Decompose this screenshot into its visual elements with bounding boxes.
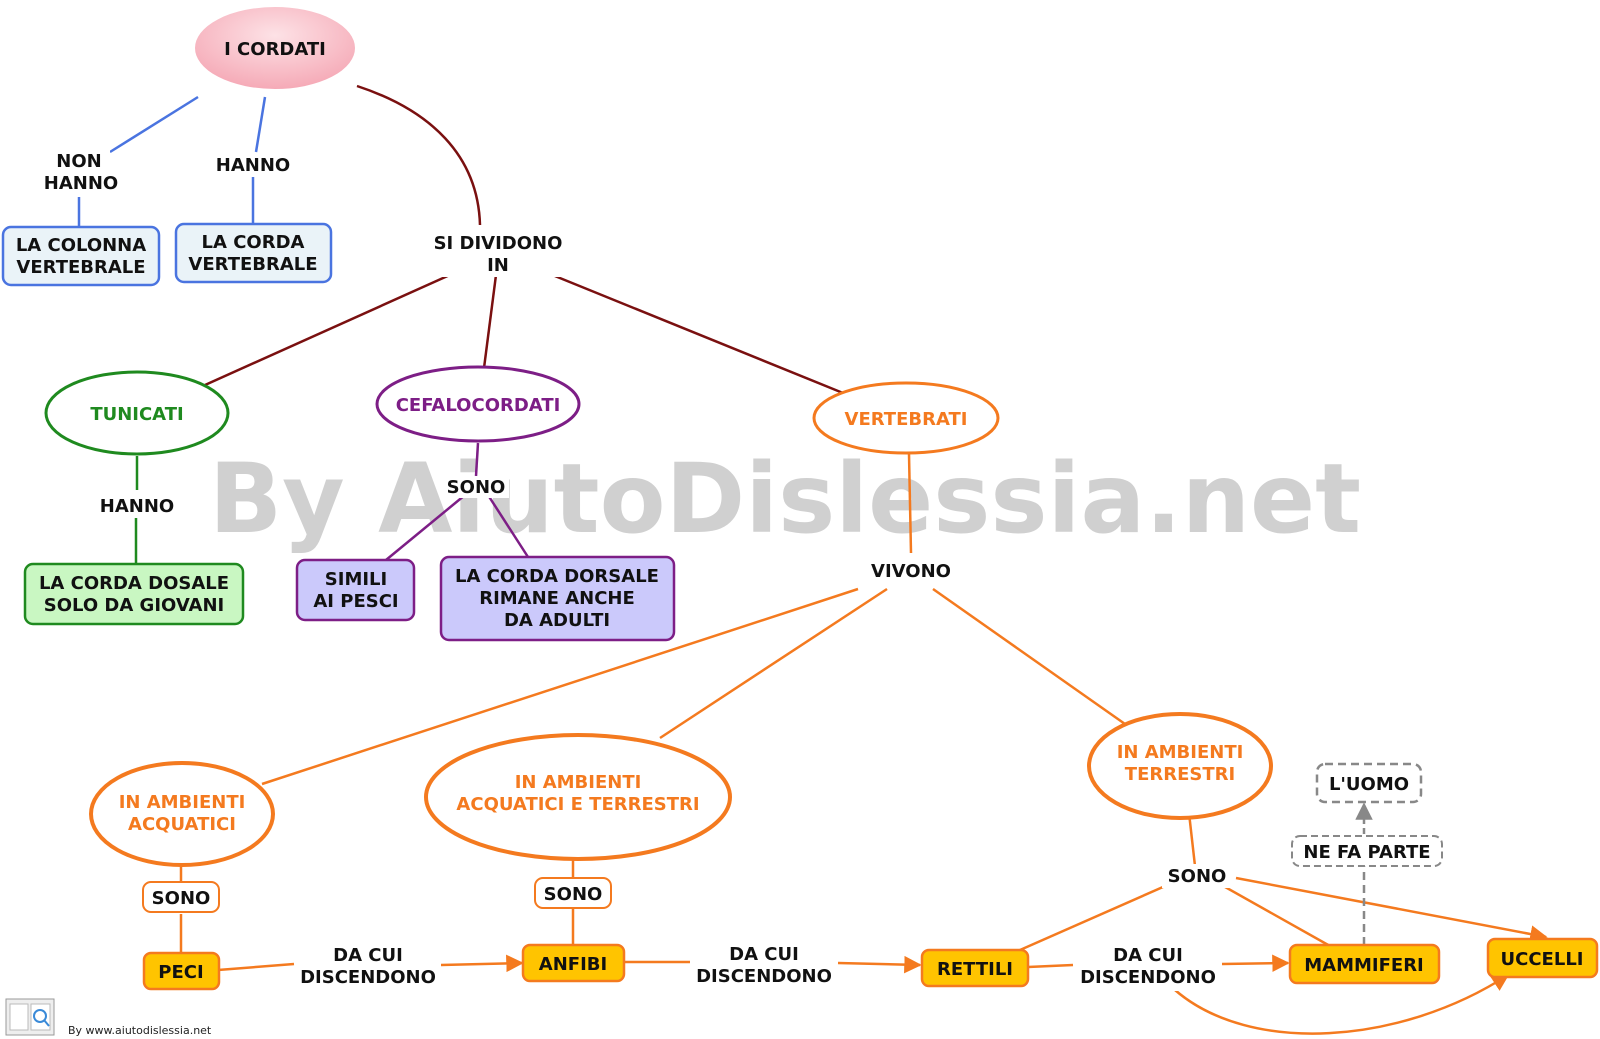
arrow-da-cui-uccelli xyxy=(1174,973,1510,1035)
node-mammiferi: MAMMIFERI xyxy=(1288,943,1441,985)
node-corda-giovani-line2: SOLO DA GIOVANI xyxy=(44,595,225,616)
link-non-hanno-line1: NON xyxy=(56,151,101,172)
link-ne-fa-parte: NE FA PARTE xyxy=(1303,842,1430,863)
line-root-non-hanno xyxy=(109,95,199,154)
link-hanno-tunicati: HANNO xyxy=(100,496,174,517)
footer-logo xyxy=(5,998,55,1036)
node-vertebrati: VERTEBRATI xyxy=(812,381,1000,455)
arrow-da-cui-mammiferi xyxy=(1221,954,1290,972)
node-corda-giovani: LA CORDA DOSALE SOLO DA GIOVANI xyxy=(23,562,245,626)
node-acq-terr-line1: IN AMBIENTI xyxy=(515,772,642,793)
node-acquatici-line1: IN AMBIENTI xyxy=(119,792,246,813)
line-sono-corda-adulti xyxy=(486,494,530,558)
line-terrestri-sono xyxy=(1187,812,1197,867)
link-sono-acquatici: SONO xyxy=(152,888,211,909)
node-tunicati-label: TUNICATI xyxy=(90,404,183,425)
node-acq-terr-line2: ACQUATICI E TERRESTRI xyxy=(456,794,699,815)
node-corda-adulti: LA CORDA DORSALE RIMANE ANCHE DA ADULTI xyxy=(439,555,676,642)
node-ambienti-acquatici-terrestri: IN AMBIENTI ACQUATICI E TERRESTRI xyxy=(424,733,732,861)
line-root-si-dividono xyxy=(356,84,482,226)
line-sono-mammiferi xyxy=(1217,881,1331,948)
link-da-cui-3-line2: DISCENDONO xyxy=(1080,967,1216,988)
node-corda-adulti-line2: RIMANE ANCHE xyxy=(479,588,635,609)
line-vivono-acquatici xyxy=(261,587,859,786)
node-cefalocordati: CEFALOCORDATI xyxy=(375,365,581,443)
node-terrestri-line1: IN AMBIENTI xyxy=(1117,742,1244,763)
node-corda-giovani-line1: LA CORDA DOSALE xyxy=(39,573,229,594)
line-cefalocordati-sono xyxy=(474,442,480,477)
node-corda-line1: LA CORDA xyxy=(202,232,305,253)
node-uccelli: UCCELLI xyxy=(1486,937,1599,979)
link-da-cui-1-line1: DA CUI xyxy=(333,945,403,966)
node-i-cordati-label: I CORDATI xyxy=(224,39,326,60)
node-rettili: RETTILI xyxy=(920,948,1030,988)
node-pesci: PECI xyxy=(142,951,221,991)
node-acquatici-line2: ACQUATICI xyxy=(128,814,236,835)
node-tunicati: TUNICATI xyxy=(44,370,230,456)
line-si-dividono-vertebrati xyxy=(549,272,844,395)
node-corda-adulti-line3: DA ADULTI xyxy=(504,610,610,631)
line-vivono-terrestri xyxy=(932,587,1126,726)
line-vertebrati-vivono xyxy=(907,453,913,554)
line-si-dividono-tunicati xyxy=(204,272,453,387)
arrow-da-cui-anfibi xyxy=(440,954,524,973)
node-corda-vertebrale: LA CORDA VERTEBRALE xyxy=(174,222,333,284)
line-si-dividono-cefalocordati xyxy=(482,274,498,369)
magnifier-icon xyxy=(33,1009,47,1023)
node-colonna-vertebrale: LA COLONNA VERTEBRALE xyxy=(1,225,161,287)
node-simili-line2: AI PESCI xyxy=(313,591,398,612)
node-colonna-line1: LA COLONNA xyxy=(16,235,146,256)
node-rettili-label: RETTILI xyxy=(937,959,1013,980)
node-i-cordati: I CORDATI xyxy=(193,5,357,91)
node-simili-pesci: SIMILI AI PESCI xyxy=(295,558,416,622)
node-ambienti-acquatici: IN AMBIENTI ACQUATICI xyxy=(89,761,275,867)
link-da-cui-2-line1: DA CUI xyxy=(729,944,799,965)
node-ambienti-terrestri: IN AMBIENTI TERRESTRI xyxy=(1087,712,1273,820)
node-corda-adulti-line1: LA CORDA DORSALE xyxy=(455,566,659,587)
node-uomo: L'UOMO xyxy=(1315,762,1423,804)
link-hanno: HANNO xyxy=(216,155,290,176)
node-simili-line1: SIMILI xyxy=(325,569,387,590)
link-da-cui-2-line2: DISCENDONO xyxy=(696,966,832,987)
line-sono-uccelli xyxy=(1235,876,1548,943)
line-sono-rettili xyxy=(1019,881,1173,952)
node-corda-line2: VERTEBRALE xyxy=(188,254,317,275)
link-sono-cefalocordati: SONO xyxy=(447,477,506,498)
node-uomo-label: L'UOMO xyxy=(1329,774,1409,795)
line-root-hanno xyxy=(254,96,267,153)
connectors xyxy=(77,84,1548,1035)
link-vivono: VIVONO xyxy=(871,561,951,582)
node-anfibi: ANFIBI xyxy=(521,943,626,983)
node-anfibi-label: ANFIBI xyxy=(539,954,607,975)
node-uccelli-label: UCCELLI xyxy=(1501,949,1584,970)
arrow-da-cui-rettili xyxy=(837,955,922,974)
link-sono-terrestri: SONO xyxy=(1168,866,1227,887)
link-si-dividono-line1: SI DIVIDONO xyxy=(434,233,563,254)
link-si-dividono-line2: IN xyxy=(487,255,509,276)
node-terrestri-line2: TERRESTRI xyxy=(1125,764,1235,785)
node-colonna-line2: VERTEBRALE xyxy=(16,257,145,278)
link-da-cui-3-line1: DA CUI xyxy=(1113,945,1183,966)
node-cefalocordati-label: CEFALOCORDATI xyxy=(396,395,561,416)
link-non-hanno-line2: HANNO xyxy=(44,173,118,194)
link-sono-acquatici-terrestri: SONO xyxy=(544,884,603,905)
link-da-cui-1-line2: DISCENDONO xyxy=(300,967,436,988)
link-labels: NON HANNO HANNO SI DIVIDONO IN HANNO SON… xyxy=(44,149,1443,991)
line-rettili-da-cui xyxy=(1027,963,1074,969)
watermark: By AiutoDislessia.net xyxy=(209,443,1361,555)
footer-credit: By www.aiutodislessia.net xyxy=(68,1024,212,1037)
line-sono-simili-pesci xyxy=(385,494,466,561)
line-pesci-da-cui xyxy=(217,962,295,972)
node-vertebrati-label: VERTEBRATI xyxy=(845,409,968,430)
line-vivono-acquatici-terrestri xyxy=(659,587,888,740)
node-pesci-label: PECI xyxy=(158,962,203,983)
node-mammiferi-label: MAMMIFERI xyxy=(1304,955,1424,976)
